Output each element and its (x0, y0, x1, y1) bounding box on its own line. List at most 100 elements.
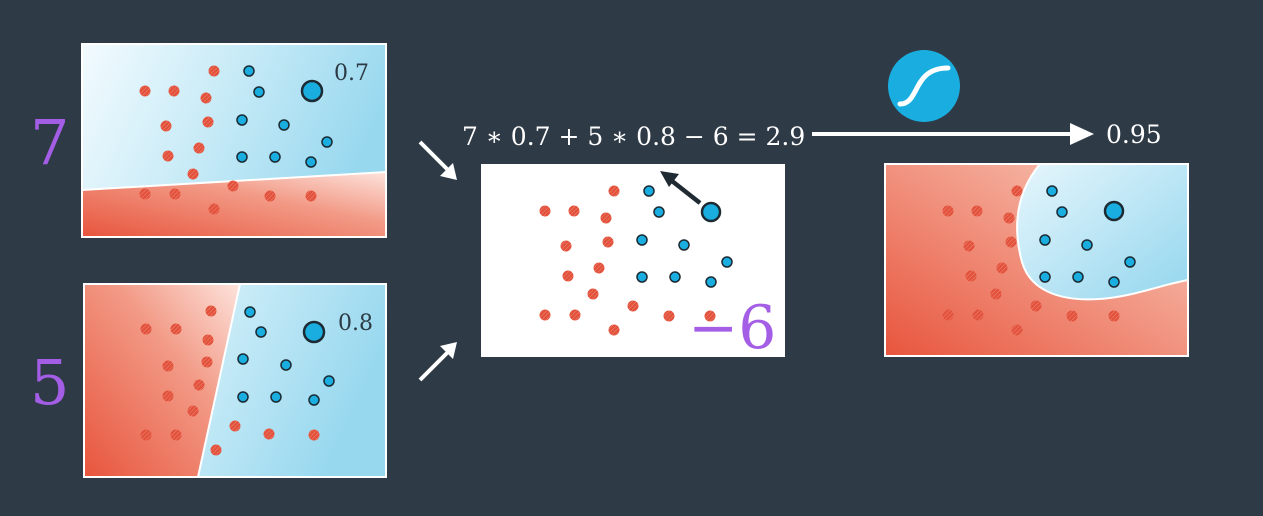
blue-point (1039, 271, 1051, 283)
arrow-icon (418, 342, 457, 382)
red-point (200, 92, 212, 104)
blue-point (305, 156, 317, 168)
blue-point (237, 391, 249, 403)
red-point (990, 288, 1002, 300)
red-point (996, 262, 1008, 274)
red-point (1011, 185, 1023, 197)
red-point (965, 270, 977, 282)
red-point (608, 324, 620, 336)
red-point (263, 428, 275, 440)
red-point (140, 429, 152, 441)
blue-point (1072, 271, 1084, 283)
blue-point (678, 239, 690, 251)
red-point (1066, 310, 1078, 322)
panel-border (81, 43, 387, 238)
blue-point (278, 119, 290, 131)
red-point (193, 142, 205, 154)
probability-label-top: 0.7 (334, 61, 369, 86)
red-point (140, 323, 152, 335)
blue-point (1108, 276, 1120, 288)
red-point (160, 120, 172, 132)
blue-point (253, 86, 265, 98)
panel-red-region (82, 172, 386, 237)
panel-border (83, 283, 387, 478)
red-point (963, 240, 975, 252)
red-point (210, 444, 222, 456)
red-point (202, 116, 214, 128)
red-point (193, 379, 205, 391)
blue-point (308, 394, 320, 406)
blue-point (636, 234, 648, 246)
red-point (205, 305, 217, 317)
red-point (187, 168, 199, 180)
red-point (600, 212, 612, 224)
panel-top-left: 0.7 (81, 43, 387, 238)
blue-point (280, 359, 292, 371)
red-point (560, 240, 572, 252)
red-point (162, 360, 174, 372)
arrow-icon (812, 123, 1094, 145)
panel-center: −6 (481, 164, 785, 363)
blue-point (243, 65, 255, 77)
data-points (139, 65, 333, 215)
red-point (139, 188, 151, 200)
red-point (162, 390, 174, 402)
red-point (208, 65, 220, 77)
sigmoid-icon (888, 50, 960, 122)
red-point (227, 180, 239, 192)
blue-point (1039, 234, 1051, 246)
weight-label-bottom: 5 (30, 346, 69, 419)
blue-point (236, 114, 248, 126)
red-point (1011, 324, 1023, 336)
blue-point (1081, 239, 1093, 251)
red-point (972, 309, 984, 321)
decision-boundary (1016, 163, 1189, 301)
red-point (971, 205, 983, 217)
blue-point (1046, 185, 1058, 197)
bias-label: −6 (688, 293, 776, 363)
red-point (587, 288, 599, 300)
data-points (539, 185, 733, 336)
blue-point (705, 276, 717, 288)
red-point (1108, 310, 1120, 322)
red-point (169, 188, 181, 200)
panel-blue-region (1017, 164, 1188, 300)
red-point (1003, 212, 1015, 224)
red-point (168, 85, 180, 97)
output-value: 0.95 (1106, 120, 1162, 149)
panel-red-region (84, 284, 240, 477)
red-point (593, 262, 605, 274)
red-point (264, 190, 276, 202)
red-point (187, 405, 199, 417)
red-point (162, 150, 174, 162)
red-point (608, 185, 620, 197)
probability-label-bottom: 0.8 (338, 311, 373, 336)
blue-point (721, 256, 733, 268)
red-point (663, 310, 675, 322)
red-point (569, 309, 581, 321)
panel-border (884, 163, 1189, 357)
data-points (140, 305, 335, 456)
blue-point (237, 353, 249, 365)
red-point (539, 309, 551, 321)
red-point (202, 334, 214, 346)
red-point (1005, 236, 1017, 248)
blue-point (323, 375, 335, 387)
highlighted-point (302, 320, 326, 344)
panel-background (481, 164, 785, 357)
arrow-icon (418, 140, 457, 180)
blue-point (669, 271, 681, 283)
blue-point (636, 271, 648, 283)
weight-label-top: 7 (30, 106, 69, 179)
blue-point (244, 306, 256, 318)
blue-point (1056, 206, 1068, 218)
arrow-icon (660, 171, 702, 205)
red-point (208, 203, 220, 215)
blue-point (643, 185, 655, 197)
red-point (942, 309, 954, 321)
red-point (539, 205, 551, 217)
red-point (704, 310, 716, 322)
decision-boundary (197, 283, 241, 478)
